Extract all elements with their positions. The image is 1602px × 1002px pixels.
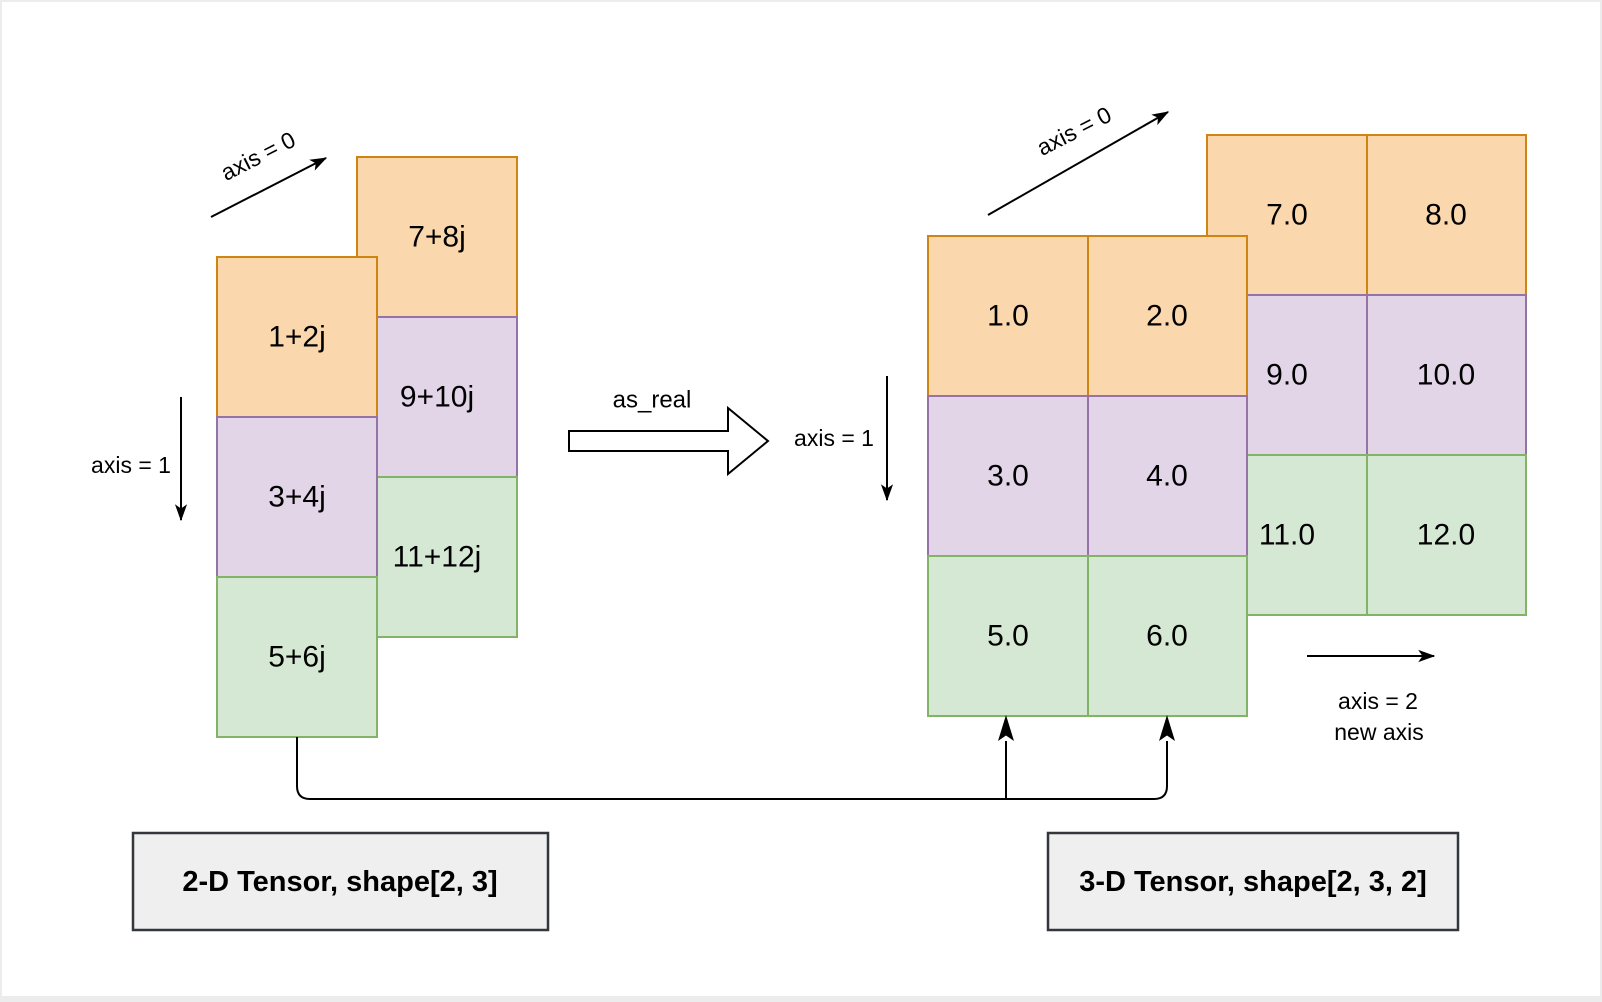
- left-caption-box: [131, 831, 550, 932]
- connector-arrowhead-left-icon: [998, 715, 1014, 741]
- right-back-cell-2-1-label: 12.0: [1417, 519, 1475, 552]
- right-tensor-back-slab: [1206, 134, 1527, 616]
- right-caption-box: [1046, 831, 1460, 932]
- right-front-cell-2-0-label: 5.0: [987, 620, 1029, 653]
- left-back-cell-0-label: 7+8j: [408, 221, 466, 254]
- left-tensor-front-column: [216, 256, 378, 738]
- left-front-cell-0: [216, 256, 378, 418]
- left-axis0-arrow-icon: [210, 157, 328, 218]
- right-front-cell-1-0-label: 3.0: [987, 460, 1029, 493]
- left-front-cell-1: [216, 416, 378, 578]
- right-back-cell-2-0-label: 11.0: [1259, 519, 1315, 552]
- new-axis-connector-line: [296, 737, 1168, 800]
- left-tensor-back-column: [356, 156, 518, 638]
- left-front-cell-0-label: 1+2j: [268, 321, 326, 354]
- connector-arrowhead-right-icon: [1159, 715, 1175, 741]
- right-back-cell-1-1-label: 10.0: [1417, 359, 1475, 392]
- right-front-cell-2-1-label: 6.0: [1146, 620, 1188, 653]
- as-real-label: as_real: [613, 387, 692, 414]
- right-back-cell-2-1: [1366, 454, 1527, 616]
- as-real-arrow-icon: [568, 405, 770, 477]
- left-back-cell-2-label: 11+12j: [393, 541, 482, 574]
- right-front-cell-1-1: [1087, 395, 1248, 557]
- left-back-cell-1-label: 9+10j: [400, 381, 474, 414]
- right-front-cell-0-0-label: 1.0: [987, 300, 1029, 333]
- right-axis2-note: new axis: [1334, 719, 1423, 745]
- right-back-cell-0-0-label: 7.0: [1266, 199, 1308, 232]
- left-front-cell-1-label: 3+4j: [268, 481, 326, 514]
- left-front-cell-2-label: 5+6j: [268, 641, 326, 674]
- right-front-cell-2-0: [927, 555, 1089, 717]
- right-front-cell-1-1-label: 4.0: [1146, 460, 1188, 493]
- right-caption-text: 3-D Tensor, shape[2, 3, 2]: [1079, 866, 1427, 898]
- right-front-cell-0-1-label: 2.0: [1146, 300, 1188, 333]
- left-axis1-label: axis = 1: [91, 452, 171, 478]
- right-back-cell-1-1: [1366, 294, 1527, 456]
- left-caption-text: 2-D Tensor, shape[2, 3]: [182, 866, 497, 898]
- right-axis1-label: axis = 1: [794, 425, 874, 451]
- left-front-cell-2: [216, 576, 378, 738]
- right-back-cell-1-0-label: 9.0: [1266, 359, 1308, 392]
- right-tensor-front-slab: [927, 235, 1248, 717]
- right-front-cell-0-1: [1087, 235, 1248, 397]
- left-back-cell-2: [356, 476, 518, 638]
- right-axis2-label: axis = 2: [1338, 688, 1418, 714]
- right-axis0-arrow-icon: [987, 111, 1170, 216]
- right-front-cell-2-1: [1087, 555, 1248, 717]
- right-back-cell-0-1-label: 8.0: [1425, 199, 1467, 232]
- right-front-cell-0-0: [927, 235, 1089, 397]
- right-front-cell-1-0: [927, 395, 1089, 557]
